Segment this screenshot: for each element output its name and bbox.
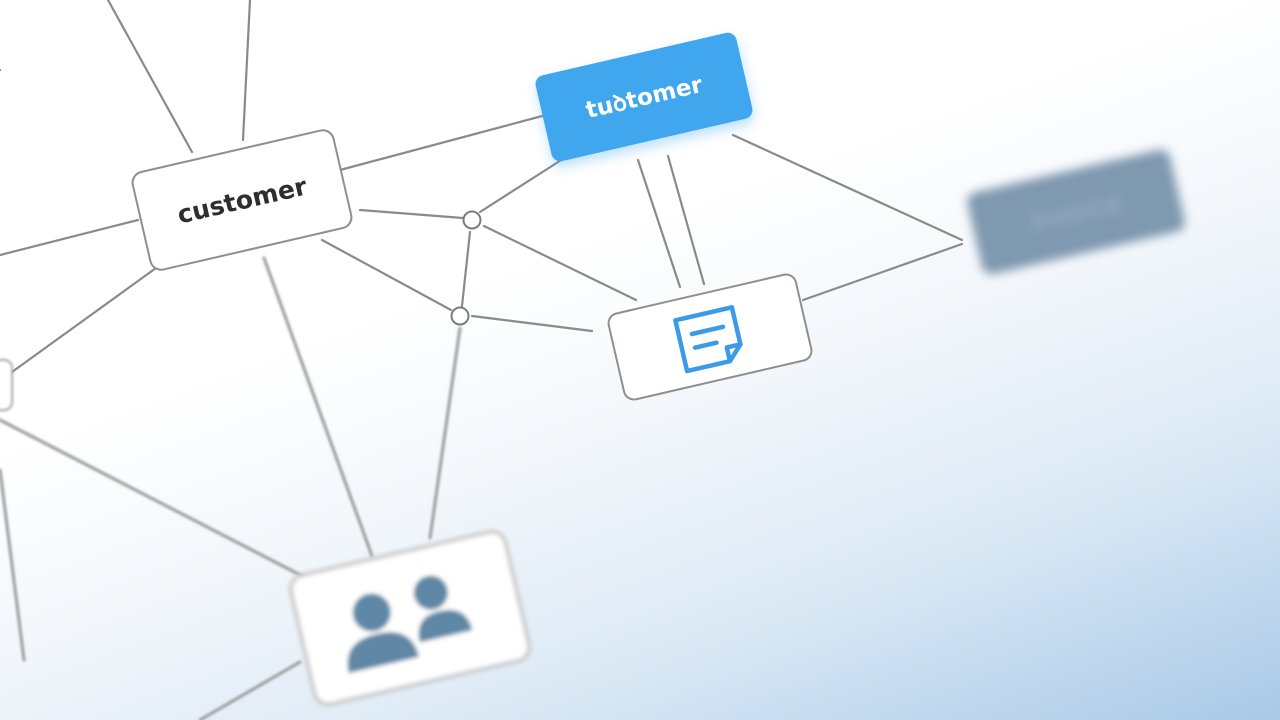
customer-node[interactable]: customer xyxy=(130,128,353,272)
edges xyxy=(0,0,964,374)
document-chat-icon-line xyxy=(692,340,719,350)
edge xyxy=(428,326,462,540)
edge xyxy=(338,113,548,172)
edge xyxy=(106,0,194,154)
edge xyxy=(470,314,594,333)
users-icon xyxy=(347,575,473,674)
junctions xyxy=(450,210,482,326)
edges-blurred xyxy=(0,256,462,720)
document-chat-icon xyxy=(673,305,743,374)
users-icon-head xyxy=(413,575,448,610)
customer-highlighted-node[interactable]: tuꝺtomer xyxy=(534,31,755,163)
customer-node-box xyxy=(131,129,353,271)
edge xyxy=(320,238,453,312)
document-chat-icon-fold xyxy=(724,342,743,364)
document-node-box xyxy=(607,273,813,401)
document-node[interactable] xyxy=(607,273,814,402)
edge xyxy=(262,256,374,558)
edge xyxy=(731,133,964,242)
users-icon-body xyxy=(347,632,419,674)
edge xyxy=(0,468,26,662)
users-node[interactable] xyxy=(288,529,532,707)
edge xyxy=(358,208,465,220)
edge xyxy=(482,224,638,302)
users-icon-head xyxy=(352,593,391,632)
users-node-box xyxy=(288,529,532,707)
edge xyxy=(10,266,158,374)
edge xyxy=(0,218,140,257)
junction-node xyxy=(450,306,470,326)
edge xyxy=(241,0,252,142)
customer-highlighted-node-box xyxy=(535,32,753,162)
edge xyxy=(801,242,964,302)
users-icon-body xyxy=(418,610,473,643)
edge xyxy=(636,158,682,289)
document-chat-icon-line xyxy=(689,324,726,337)
edge xyxy=(198,660,302,720)
blurred-node[interactable]: Invoice xyxy=(965,148,1187,277)
blurred-node-box xyxy=(967,149,1185,275)
edge xyxy=(460,230,472,308)
document-chat-icon-outline xyxy=(673,305,743,374)
partial-node-left xyxy=(0,359,13,411)
edge xyxy=(666,154,706,286)
edge xyxy=(0,418,308,580)
junction-node xyxy=(462,210,482,230)
edge xyxy=(478,155,568,214)
